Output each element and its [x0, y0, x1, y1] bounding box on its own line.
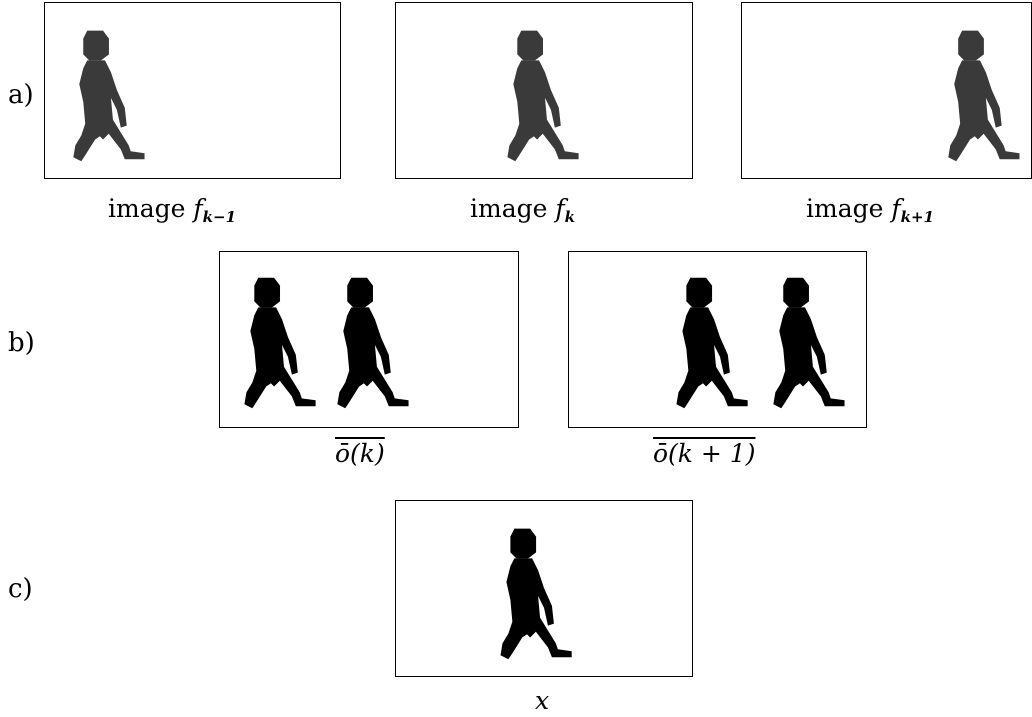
frame-image-f-k-minus-1 — [44, 2, 341, 179]
caption-image-f-k-plus-1: image fk+1 — [806, 194, 935, 226]
caption-o-bar-k-plus-1: ō(k + 1) — [653, 439, 756, 468]
walker-silhouette — [337, 277, 409, 409]
walker-silhouette — [676, 277, 748, 409]
frame-x — [395, 500, 693, 677]
walker-silhouette — [73, 30, 145, 162]
caption-x: x — [535, 686, 550, 715]
walker-silhouette — [948, 30, 1020, 162]
walker-pair-silhouettes — [676, 277, 845, 409]
walker-pair-silhouettes — [244, 277, 409, 409]
frame-o-bar-k-plus-1 — [568, 251, 867, 428]
walker-silhouette — [500, 528, 572, 660]
frame-o-bar-k — [219, 251, 519, 428]
walker-silhouette — [244, 277, 316, 409]
row-label-a: a) — [8, 80, 34, 110]
frame-image-f-k — [395, 2, 693, 179]
caption-o-bar-k: ō(k) — [335, 439, 385, 468]
frame-image-f-k-plus-1 — [741, 2, 1032, 179]
caption-image-f-k: image fk — [470, 194, 576, 226]
walker-silhouette — [773, 277, 845, 409]
caption-image-f-k-minus-1: image fk−1 — [108, 194, 237, 226]
walker-silhouette — [507, 30, 579, 162]
row-label-c: c) — [8, 574, 33, 604]
row-label-b: b) — [8, 328, 35, 358]
